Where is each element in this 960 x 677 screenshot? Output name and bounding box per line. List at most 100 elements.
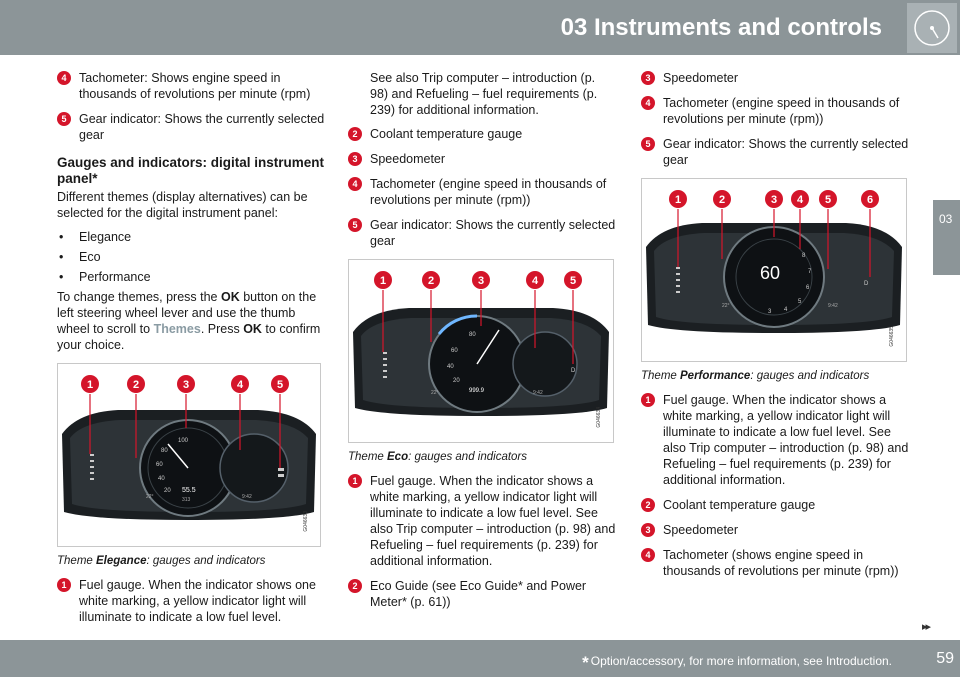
item-text: Fuel gauge. When the indicator shows one…: [79, 578, 316, 624]
next-page-arrows-icon[interactable]: ▸▸: [922, 621, 931, 633]
svg-text:60: 60: [156, 462, 163, 468]
svg-text:6: 6: [867, 194, 873, 206]
item-text: Fuel gauge. When the indicator shows a w…: [663, 393, 909, 487]
svg-text:6: 6: [806, 285, 810, 291]
callout-number: 5: [57, 112, 71, 126]
callout-number: 4: [57, 71, 71, 85]
callout-number: 3: [348, 152, 362, 166]
svg-text:D: D: [571, 368, 576, 374]
list-item: 4 Tachometer (shows engine speed in thou…: [641, 547, 909, 579]
item-text: Tachometer (engine speed in thousands of…: [663, 96, 900, 126]
svg-text:100: 100: [178, 438, 189, 444]
list-item: 4 Tachometer (engine speed in thousands …: [641, 95, 909, 127]
svg-text:4: 4: [532, 275, 539, 287]
intro-paragraph: Different themes (display alternatives) …: [57, 190, 308, 220]
item-text: Speedometer: [370, 152, 446, 166]
list-item: 1 Fuel gauge. When the indicator shows o…: [57, 577, 325, 625]
figure-id: G046635: [889, 326, 895, 347]
item-text: Tachometer (engine speed in thousands of…: [370, 177, 607, 207]
svg-text:1: 1: [675, 194, 681, 206]
callout-number: 2: [641, 498, 655, 512]
elegance-figure: 100 80 60 40 20 55.5 313 22° 9:42 1 2 3 …: [57, 363, 321, 547]
list-item: 2 Eco Guide (see Eco Guide* and Power Me…: [348, 578, 616, 610]
svg-text:7: 7: [808, 269, 812, 275]
section-heading: Gauges and indicators: digital instrumen…: [57, 155, 325, 186]
svg-text:3: 3: [768, 309, 772, 315]
svg-text:5: 5: [277, 379, 283, 391]
elegance-instrument-illustration: 100 80 60 40 20 55.5 313 22° 9:42 1 2 3 …: [62, 375, 316, 520]
list-item: 2 Coolant temperature gauge: [641, 497, 909, 513]
chapter-tab-label: 03: [939, 212, 953, 226]
callout-number: 4: [641, 96, 655, 110]
performance-figure: 60 8 7 6 5 4 3 22° 9:42 D 1 2 3 4 5: [641, 178, 907, 362]
performance-instrument-illustration: 60 8 7 6 5 4 3 22° 9:42 D 1 2 3 4 5: [646, 190, 902, 333]
svg-text:3: 3: [183, 379, 189, 391]
figure-caption: Theme Performance: gauges and indicators: [641, 370, 870, 382]
column-3: 3 Speedometer 4 Tachometer (engine speed…: [641, 70, 909, 588]
svg-text:8: 8: [802, 253, 806, 259]
column-1: 4 Tachometer: Shows engine speed in thou…: [57, 70, 325, 634]
callout-number: 3: [641, 523, 655, 537]
page-footer: *Option/accessory, for more information,…: [0, 640, 960, 677]
item-text: Tachometer (shows engine speed in thousa…: [663, 548, 899, 578]
list-item: 4 Tachometer: Shows engine speed in thou…: [57, 70, 325, 102]
callout-number: 4: [348, 177, 362, 191]
svg-text:9:42: 9:42: [242, 494, 252, 500]
svg-text:5: 5: [570, 275, 576, 287]
item-text: Coolant temperature gauge: [663, 498, 816, 512]
theme-bullet: Eco: [57, 249, 325, 265]
item-text: Fuel gauge. When the indicator shows a w…: [370, 474, 616, 568]
eco-figure: 80 60 40 20 999.9 22° 9:42 D 1 2 3 4 5: [348, 259, 614, 443]
list-item: 2 Coolant temperature gauge: [348, 126, 616, 142]
svg-text:2: 2: [428, 275, 434, 287]
figure-caption: Theme Elegance: gauges and indicators: [57, 555, 266, 567]
callout-number: 5: [641, 137, 655, 151]
svg-text:20: 20: [453, 378, 460, 384]
themes-link[interactable]: Themes: [153, 322, 201, 336]
callout-number: 4: [641, 548, 655, 562]
eco-instrument-illustration: 80 60 40 20 999.9 22° 9:42 D 1 2 3 4 5: [353, 271, 609, 416]
list-item: 1 Fuel gauge. When the indicator shows a…: [348, 473, 616, 569]
continued-paragraph: See also Trip computer – introduction (p…: [370, 71, 598, 117]
figure-id: G046633: [303, 511, 309, 532]
page-number: 59: [936, 650, 954, 667]
item-text: Gear indicator: Shows the currently sele…: [79, 112, 325, 142]
svg-text:60: 60: [760, 263, 780, 283]
svg-text:4: 4: [784, 307, 788, 313]
instructions-paragraph: To change themes, press the OK button on…: [57, 290, 321, 352]
callout-number: 3: [641, 71, 655, 85]
svg-text:9:42: 9:42: [828, 303, 838, 309]
svg-text:5: 5: [798, 299, 802, 305]
item-text: Speedometer: [663, 71, 739, 85]
svg-text:5: 5: [825, 194, 831, 206]
item-text: Tachometer: Shows engine speed in thousa…: [79, 71, 311, 101]
callout-number: 1: [641, 393, 655, 407]
svg-text:2: 2: [133, 379, 139, 391]
item-text: Gear indicator: Shows the currently sele…: [663, 137, 909, 167]
svg-text:3: 3: [478, 275, 484, 287]
theme-bullet: Performance: [57, 269, 325, 285]
figure-id: G046634: [596, 407, 602, 428]
footer-note: *Option/accessory, for more information,…: [582, 653, 892, 672]
callout-number: 5: [348, 218, 362, 232]
svg-text:80: 80: [161, 448, 168, 454]
list-item: 5 Gear indicator: Shows the currently se…: [641, 136, 909, 168]
svg-text:22°: 22°: [431, 390, 439, 396]
svg-text:22°: 22°: [722, 303, 730, 309]
item-text: Speedometer: [663, 523, 739, 537]
callout-markers: 1 2 3 4 5: [374, 271, 582, 289]
svg-text:80: 80: [469, 332, 476, 338]
item-text: Gear indicator: Shows the currently sele…: [370, 218, 616, 248]
svg-text:313: 313: [182, 497, 191, 503]
svg-text:60: 60: [451, 348, 458, 354]
theme-bullet: Elegance: [57, 229, 325, 245]
list-item: 5 Gear indicator: Shows the currently se…: [57, 111, 325, 143]
svg-text:1: 1: [87, 379, 93, 391]
chapter-tab[interactable]: 03: [933, 200, 960, 275]
svg-text:4: 4: [797, 194, 804, 206]
list-item: 3 Speedometer: [641, 70, 909, 86]
callout-number: 2: [348, 127, 362, 141]
svg-text:3: 3: [771, 194, 777, 206]
svg-text:20: 20: [164, 488, 171, 494]
callout-number: 2: [348, 579, 362, 593]
